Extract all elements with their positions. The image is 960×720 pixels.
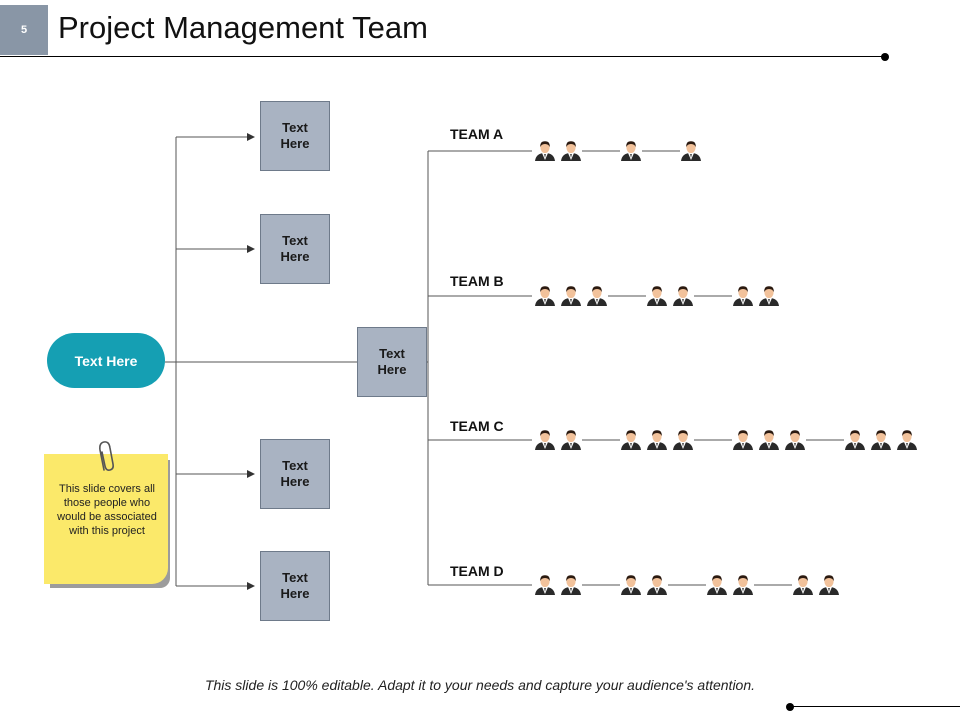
team-a-label: TEAM A (450, 126, 504, 142)
person-icon (560, 139, 582, 161)
side-box-label: Text Here (280, 120, 310, 151)
title-underline (0, 56, 885, 57)
person-icon (620, 573, 642, 595)
person-icon (870, 428, 892, 450)
side-box-1: Text Here (260, 101, 330, 171)
side-box-label: Text Here (280, 233, 310, 264)
person-icon (758, 428, 780, 450)
person-icon (620, 428, 642, 450)
person-icon (732, 573, 754, 595)
person-icon (732, 284, 754, 306)
slide-number: 5 (0, 5, 48, 55)
person-icon (586, 284, 608, 306)
person-icon (844, 428, 866, 450)
team-c-label: TEAM C (450, 418, 504, 434)
person-icon (646, 428, 668, 450)
person-icon (534, 573, 556, 595)
team-b-label: TEAM B (450, 273, 504, 289)
person-icon (758, 284, 780, 306)
page-title: Project Management Team (58, 10, 428, 45)
center-box-label: Text Here (377, 346, 407, 377)
person-icon (732, 428, 754, 450)
person-icon (560, 428, 582, 450)
footer-rule-dot (786, 703, 794, 711)
side-box-2: Text Here (260, 214, 330, 284)
person-icon (620, 139, 642, 161)
root-node: Text Here (47, 333, 165, 388)
person-icon (672, 428, 694, 450)
paperclip-icon (99, 441, 114, 471)
person-icon (646, 573, 668, 595)
person-icon (784, 428, 806, 450)
title-underline-dot (881, 53, 889, 61)
sticky-note-paper (44, 454, 168, 584)
footer-rule (790, 706, 960, 707)
person-icon (792, 573, 814, 595)
person-icon (680, 139, 702, 161)
sticky-note-text: This slide covers all those people who w… (57, 483, 157, 537)
team-d-label: TEAM D (450, 563, 504, 579)
person-icon (560, 284, 582, 306)
footer-note: This slide is 100% editable. Adapt it to… (204, 677, 756, 693)
person-icon (818, 573, 840, 595)
person-icon (560, 573, 582, 595)
person-icon (534, 139, 556, 161)
person-icon (896, 428, 918, 450)
person-icon (534, 428, 556, 450)
person-icon (646, 284, 668, 306)
side-box-3: Text Here (260, 439, 330, 509)
center-box: Text Here (357, 327, 427, 397)
person-icon (672, 284, 694, 306)
side-box-4: Text Here (260, 551, 330, 621)
person-icon (706, 573, 728, 595)
side-box-label: Text Here (280, 458, 310, 489)
sticky-note: This slide covers all those people who w… (44, 454, 170, 588)
person-icon (534, 284, 556, 306)
side-box-label: Text Here (280, 570, 310, 601)
